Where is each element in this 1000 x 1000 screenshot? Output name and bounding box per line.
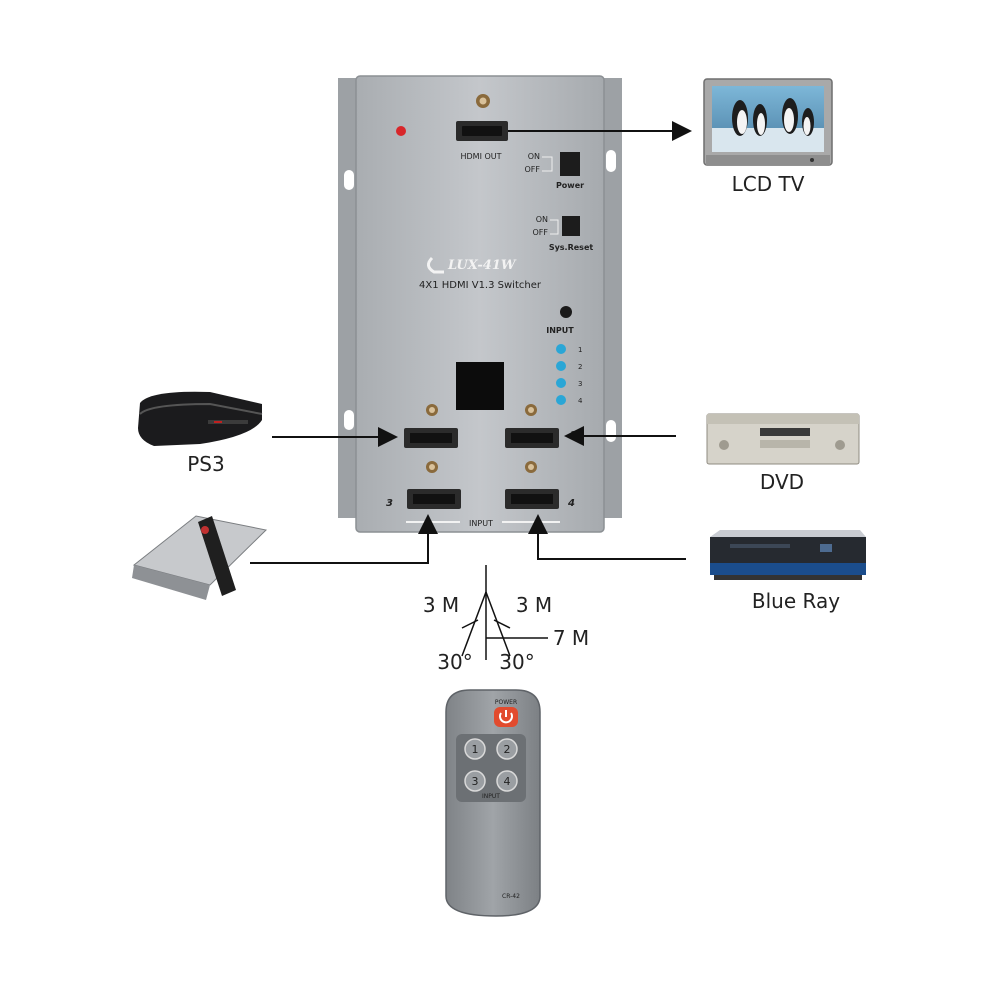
- mount-hole: [344, 410, 354, 430]
- power-on-label: ON: [528, 152, 540, 161]
- bluray-to-input-4-arrow: [528, 514, 686, 560]
- ir-right-angle: 30°: [499, 650, 534, 674]
- input-led-2: [556, 361, 566, 371]
- connections: [250, 121, 692, 564]
- hdmi-out-label: HDMI OUT: [460, 152, 501, 161]
- led-label: 3: [578, 380, 582, 388]
- ir-left-line: [461, 591, 487, 657]
- hdmi-input-3: [407, 489, 461, 509]
- svg-text:3: 3: [472, 775, 479, 788]
- port-number-3: 3: [386, 498, 393, 509]
- screw-terminal: [525, 461, 537, 473]
- ps3-label: PS3: [187, 452, 224, 476]
- power-led: [396, 126, 406, 136]
- lcd-tv-label: LCD TV: [732, 172, 805, 196]
- hdmi-out-port: [456, 121, 508, 141]
- left-flange: [338, 78, 358, 518]
- input-button-label: INPUT: [546, 326, 574, 335]
- switcher-face: [355, 75, 605, 533]
- brand-logo-swoosh: [427, 256, 444, 274]
- reset-switch-label: Sys.Reset: [549, 243, 594, 252]
- svg-text:4: 4: [504, 775, 511, 788]
- ir-right-distance: 3 M: [516, 593, 552, 617]
- svg-text:2: 2: [504, 743, 511, 756]
- screw-terminal: [476, 94, 490, 108]
- ps3-console: [138, 391, 263, 446]
- hdmi-input-2: [505, 428, 559, 448]
- hdmi-input-4: [505, 489, 559, 509]
- input-led-3: [556, 378, 566, 388]
- input-led-1: [556, 344, 566, 354]
- remote-button-1[interactable]: 1: [464, 738, 486, 760]
- mount-hole: [344, 170, 354, 190]
- ir-remote: POWER 1 2 3 4 INPUT CR-42: [445, 689, 541, 917]
- screw-terminal: [426, 461, 438, 473]
- remote-control-small: [198, 516, 236, 596]
- remote-body: [445, 689, 541, 917]
- hdmi-input-1: [404, 428, 458, 448]
- switch-bracket: [542, 156, 553, 172]
- settop-to-input-3-arrow: [250, 514, 438, 564]
- brand-name: LUX-41W: [447, 258, 517, 273]
- blu-ray-player: [710, 530, 866, 580]
- tick-mark: [493, 619, 511, 629]
- remote-button-4[interactable]: 4: [496, 770, 518, 792]
- reset-off-label: OFF: [533, 228, 549, 237]
- remote-model-label: CR-42: [502, 893, 520, 900]
- reset-switch[interactable]: [562, 216, 580, 236]
- led-label: 2: [578, 363, 582, 371]
- remote-button-2[interactable]: 2: [496, 738, 518, 760]
- ir-right-line: [485, 591, 511, 657]
- remote-power-label: POWER: [495, 699, 517, 706]
- input-leds: 1 2 3 4: [556, 344, 583, 405]
- mount-hole: [606, 420, 616, 442]
- switch-bracket: [550, 219, 559, 235]
- tick-mark: [461, 619, 479, 629]
- dvd-label: DVD: [760, 470, 804, 494]
- power-switch[interactable]: [560, 152, 580, 176]
- input-led-4: [556, 395, 566, 405]
- set-top-box: [132, 515, 268, 600]
- screw-terminal: [525, 404, 537, 416]
- remote-power-button[interactable]: [494, 707, 518, 727]
- model-name: 4X1 HDMI V1.3 Switcher: [419, 280, 542, 291]
- hdmi-switcher: HDMI OUT ON OFF Power ON OFF Sys.Reset L…: [338, 75, 622, 533]
- remote-button-3[interactable]: 3: [464, 770, 486, 792]
- port-number-4: 4: [567, 498, 575, 509]
- input-bar-label: INPUT: [469, 519, 493, 528]
- lcd-tv: [703, 78, 833, 166]
- dvd-player: [706, 413, 860, 465]
- remote-input-label: INPUT: [482, 793, 500, 800]
- led-label: 4: [578, 397, 583, 405]
- right-flange: [602, 78, 622, 518]
- svg-text:1: 1: [472, 743, 479, 756]
- ir-receiver-window: [456, 362, 504, 410]
- screw-terminal: [426, 404, 438, 416]
- input-select-button[interactable]: [560, 306, 572, 318]
- power-switch-label: Power: [556, 181, 584, 190]
- ir-left-distance: 3 M: [423, 593, 459, 617]
- ir-center-distance: 7 M: [553, 626, 589, 650]
- reset-on-label: ON: [536, 215, 548, 224]
- mount-hole: [606, 150, 616, 172]
- led-label: 1: [578, 346, 582, 354]
- blu-ray-label: Blue Ray: [752, 589, 840, 613]
- power-off-label: OFF: [525, 165, 541, 174]
- ir-left-angle: 30°: [437, 650, 472, 674]
- ir-range-diagram: 3 M 3 M 7 M 30° 30°: [423, 565, 589, 674]
